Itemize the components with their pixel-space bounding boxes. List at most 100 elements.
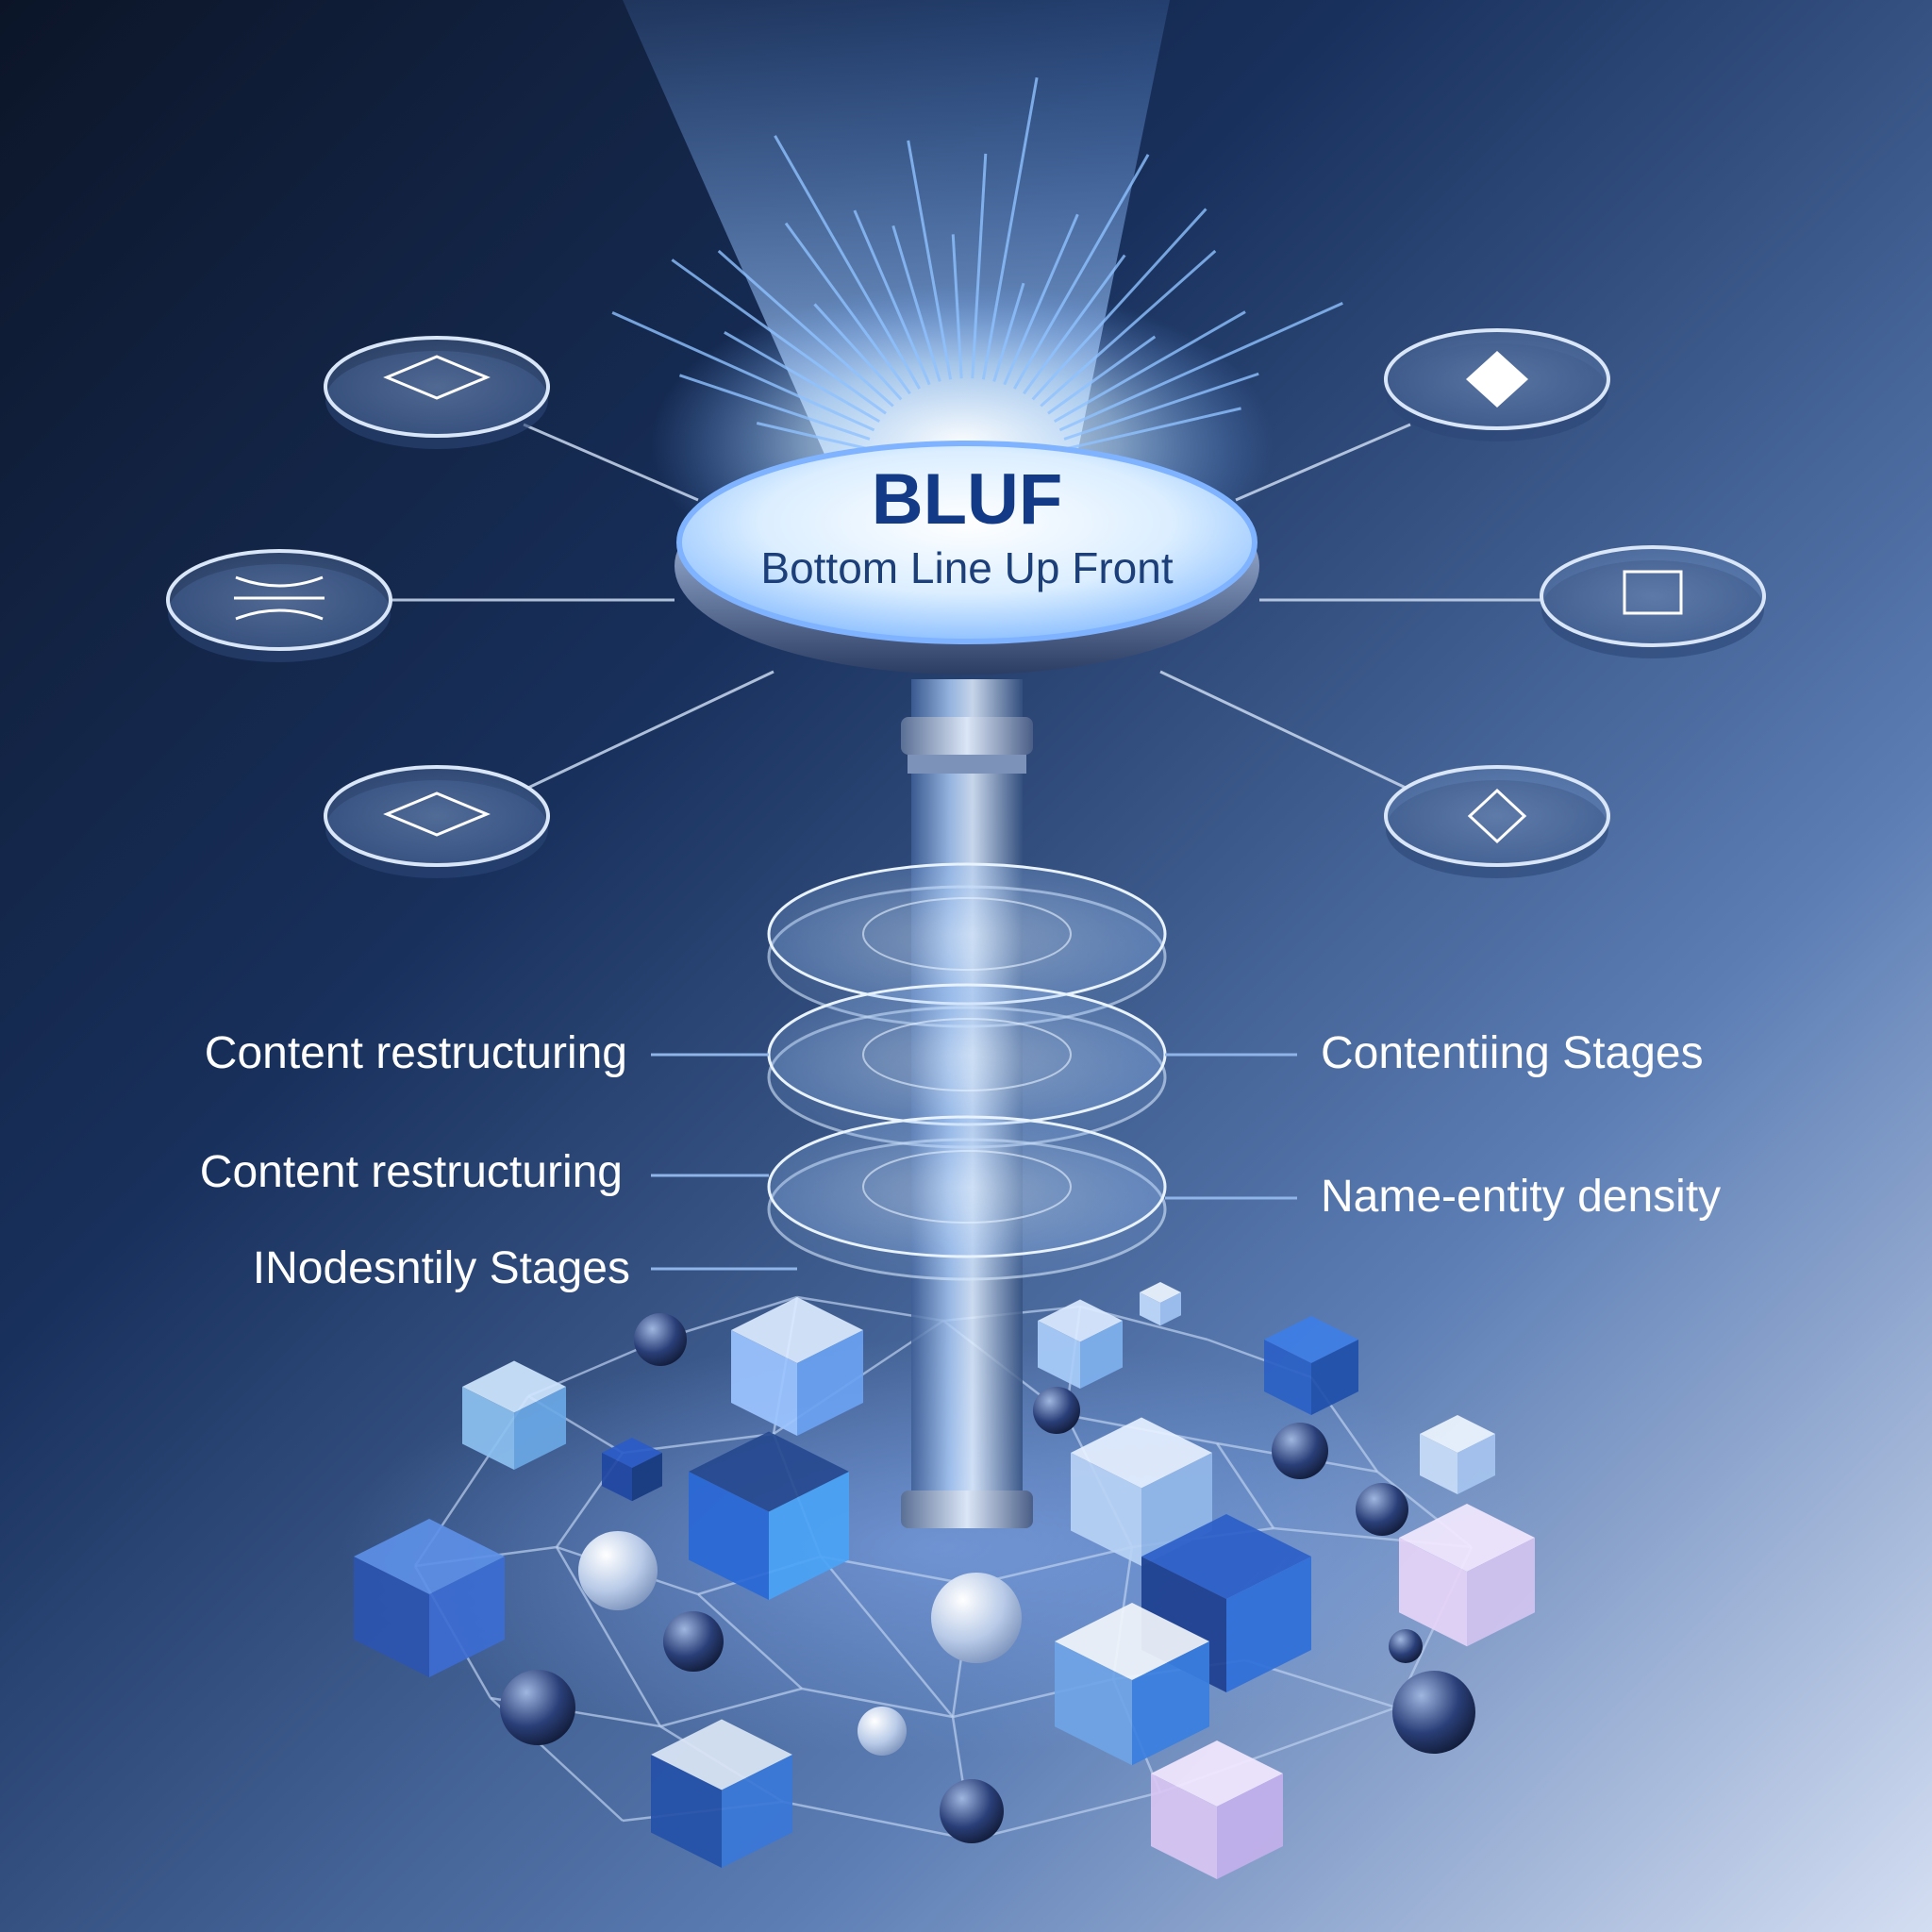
cube-left (1264, 1340, 1311, 1415)
connector-line (527, 670, 774, 790)
wave-lines-icon (234, 575, 325, 621)
light-ray (756, 422, 867, 450)
network-edge (697, 1593, 803, 1690)
blue-cube (602, 1438, 662, 1502)
network-edge (782, 1800, 973, 1841)
diamond-outline-icon (383, 355, 491, 400)
stage-disc-2 (767, 983, 1167, 1149)
glass-cube (1399, 1504, 1535, 1647)
cube-left (602, 1453, 632, 1502)
cube-right (1160, 1292, 1181, 1326)
cube-left (1071, 1453, 1141, 1566)
cube-left (651, 1755, 722, 1868)
bluf-hub: BLUF Bottom Line Up Front (675, 441, 1259, 675)
connector-lines (391, 423, 1542, 790)
network-edge (555, 1546, 662, 1727)
diamond-filled-icon (1466, 351, 1528, 408)
label-left-1: Content restructuring (205, 1028, 627, 1078)
square-outline-icon (1623, 570, 1683, 615)
light-ray (1023, 254, 1126, 395)
node-sphere (500, 1670, 575, 1745)
node-sphere (1392, 1671, 1475, 1754)
glass-cube (354, 1519, 505, 1677)
light-ray (784, 222, 911, 395)
pillar-collar-band (908, 755, 1026, 774)
light-ray (907, 140, 953, 380)
cube-left (1399, 1538, 1467, 1647)
cube-right (1457, 1434, 1495, 1494)
light-ray (1058, 301, 1343, 432)
cube-left (1055, 1641, 1132, 1766)
blue-cube (1264, 1316, 1358, 1415)
network-edge (1215, 1442, 1275, 1529)
light-ray (724, 331, 881, 424)
satellite-disc-5 (1540, 545, 1766, 658)
blue-cube (689, 1431, 849, 1600)
satellite-disc-3 (324, 765, 550, 878)
cube-left (1151, 1774, 1217, 1879)
cube-right (769, 1472, 849, 1600)
label-right-2: Name-entity density (1321, 1172, 1721, 1222)
cube-right (632, 1453, 662, 1502)
hub-face (676, 441, 1257, 644)
pillar-collar-top (901, 717, 1033, 755)
light-ray (1003, 213, 1079, 386)
glass-cube (1151, 1740, 1283, 1879)
satellite-disc-4 (1384, 328, 1610, 441)
cube-left (731, 1330, 797, 1436)
light-rays (611, 77, 1343, 450)
hub-title: BLUF (872, 459, 1063, 540)
node-sphere (578, 1531, 658, 1610)
light-ray (1053, 310, 1246, 424)
cube-left (462, 1387, 514, 1470)
cube-left (689, 1472, 769, 1600)
glass-cube (1071, 1417, 1212, 1566)
diamond-outline-icon (1467, 788, 1527, 844)
light-ray (971, 153, 988, 379)
cube-right (429, 1557, 505, 1677)
light-ray (611, 310, 875, 432)
light-ray (951, 234, 963, 379)
light-ray (853, 209, 931, 386)
cube-right (1467, 1538, 1535, 1647)
glass-cube (462, 1360, 566, 1470)
node-sphere (1272, 1423, 1328, 1479)
glass-cube (1140, 1282, 1181, 1326)
glass-cube (1055, 1603, 1209, 1766)
connector-line (1159, 670, 1407, 790)
light-ray (717, 249, 894, 408)
pillar-collar-bottom (901, 1491, 1033, 1528)
stage-disc-1 (767, 862, 1167, 1028)
satellite-disc-6 (1384, 765, 1610, 878)
cube-left (1420, 1434, 1457, 1494)
node-sphere (858, 1707, 907, 1756)
connector-line (1235, 423, 1411, 502)
network-edge (971, 1790, 1161, 1841)
light-ray (891, 225, 941, 382)
light-ray (1047, 335, 1157, 415)
cube-left (1140, 1292, 1160, 1326)
cube-right (1132, 1641, 1209, 1766)
light-ray (1063, 372, 1259, 441)
cube-right (1311, 1340, 1358, 1415)
light-ray (813, 303, 903, 401)
label-left-3: INodesntily Stages (253, 1243, 630, 1293)
network-objects (354, 1282, 1535, 1879)
node-sphere (1356, 1483, 1408, 1536)
light-ray (671, 258, 887, 415)
connector-line (523, 423, 699, 502)
node-sphere (1389, 1629, 1423, 1663)
node-sphere (634, 1313, 687, 1366)
light-ray (981, 77, 1039, 380)
light-ray (774, 135, 921, 390)
glass-cube (731, 1297, 863, 1436)
light-ray (1013, 154, 1150, 390)
cube-left (1038, 1321, 1080, 1389)
light-ray (1040, 249, 1217, 408)
network-edge (659, 1687, 803, 1728)
satellite-disc-1 (324, 336, 550, 449)
diamond-outline-icon (383, 791, 491, 837)
node-sphere (1033, 1387, 1080, 1434)
satellite-disc-2 (166, 549, 392, 662)
